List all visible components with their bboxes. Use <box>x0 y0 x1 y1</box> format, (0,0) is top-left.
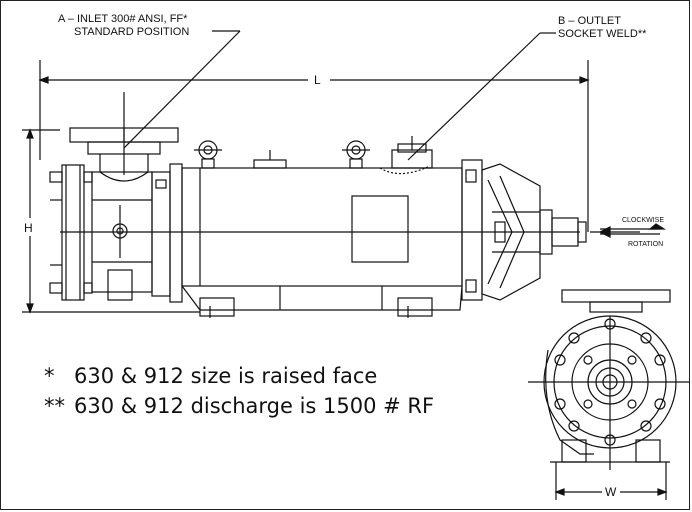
length-dimension <box>38 60 590 232</box>
inlet-leader-line <box>123 30 241 149</box>
end-view <box>528 289 690 470</box>
inlet-nozzle <box>69 92 179 182</box>
inlet-callout-line2: STANDARD POSITION <box>74 26 189 38</box>
middle-flange <box>151 163 183 303</box>
outlet-callout-line2: SOCKET WELD** <box>558 28 647 40</box>
outlet-callout-line1: B – OUTLET <box>558 15 621 27</box>
note-text: 630 & 912 size is raised face <box>74 364 378 388</box>
note-raised-face: * 630 & 912 size is raised face <box>44 364 377 388</box>
width-dimension <box>554 462 668 500</box>
note-text: 630 & 912 discharge is 1500 # RF <box>74 394 435 418</box>
outlet-leader-line <box>407 32 541 161</box>
inlet-barrel <box>60 171 270 301</box>
pump-shaft <box>539 209 640 255</box>
note-marker: ** <box>44 394 65 418</box>
rotation-arrow <box>598 223 667 238</box>
height-dimension <box>22 128 200 314</box>
rotation-label-line2: ROTATION <box>628 241 663 248</box>
discharge-end-housing <box>461 159 541 301</box>
main-casing <box>181 150 580 311</box>
note-marker: * <box>44 364 55 388</box>
outlet-nozzle <box>391 136 433 169</box>
rotation-label-line1: CLOCKWISE <box>622 217 664 224</box>
lifting-eye-left <box>194 140 222 169</box>
note-discharge-rf: ** 630 & 912 discharge is 1500 # RF <box>44 394 434 418</box>
length-label: L <box>314 73 321 87</box>
lifting-eye-right <box>342 140 370 169</box>
height-label: H <box>24 221 33 235</box>
inlet-callout-line1: A – INLET 300# ANSI, FF* <box>58 13 188 25</box>
pump-feet <box>199 297 433 318</box>
width-label: W <box>605 485 617 499</box>
